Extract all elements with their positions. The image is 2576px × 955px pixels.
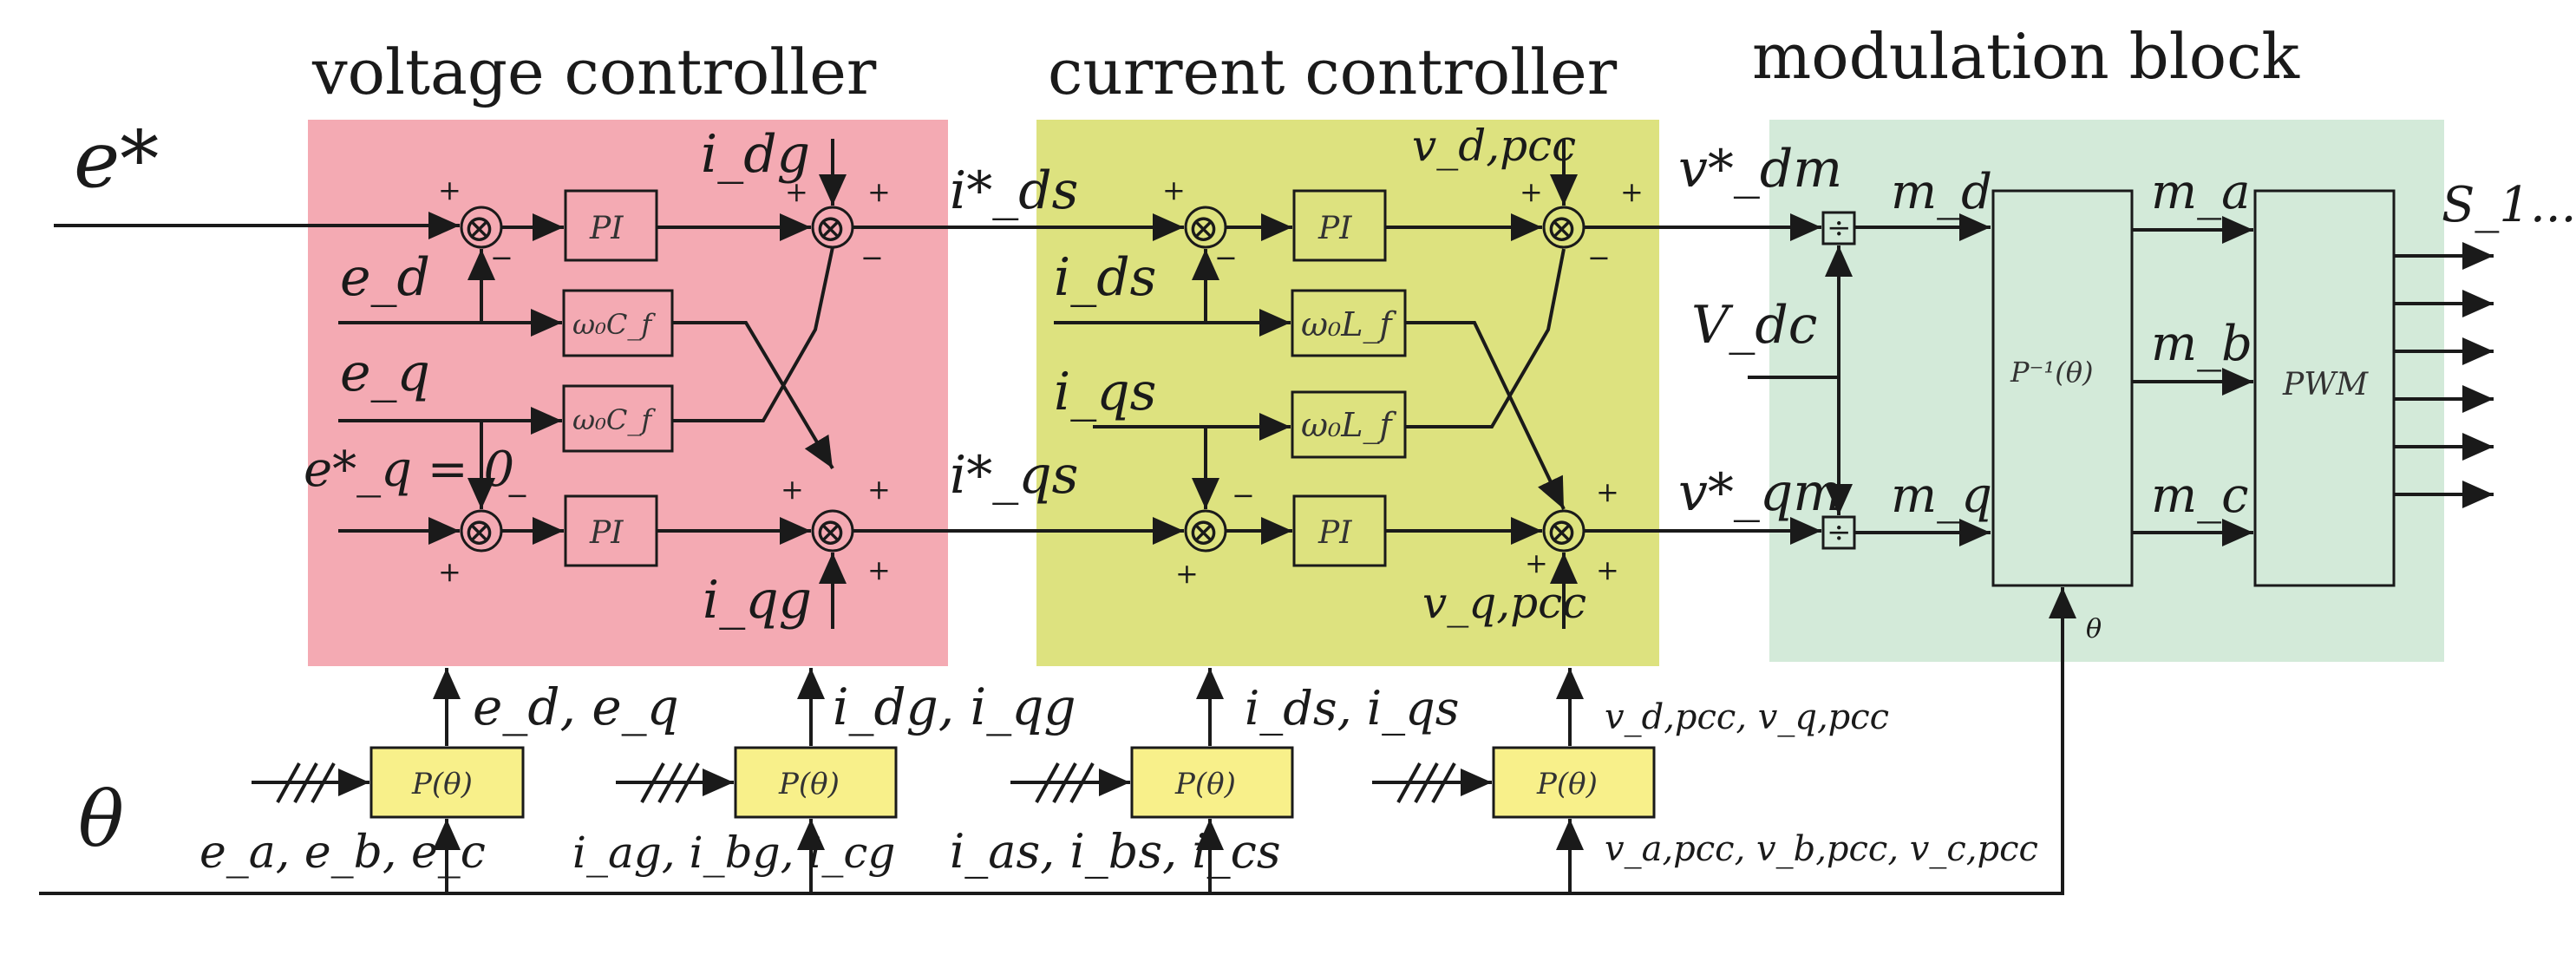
park-block-pcc-voltage (1492, 746, 1656, 819)
sign-plus: + (867, 175, 891, 208)
sum-symbol: ⊗ (1187, 206, 1219, 251)
divide-symbol: ÷ (1827, 515, 1852, 550)
sign-plus: + (1162, 173, 1186, 206)
sum-symbol: ⊗ (814, 510, 847, 554)
current-controller-title: current controller (1048, 36, 1618, 108)
idgiqg-feedback-label: i_dg, i_qg (833, 677, 1076, 736)
vdc-label: V_dc (1691, 295, 1817, 356)
sign-minus: − (506, 479, 529, 512)
vabcpcc-input-label: v_a,pcc, v_b,pcc, v_c,pcc (1605, 829, 2038, 869)
sign-minus: − (1587, 241, 1611, 274)
eq-label: e_q (340, 343, 430, 403)
sign-plus: + (1620, 175, 1644, 208)
mb-label: m_b (2151, 316, 2252, 372)
ids-star-label: i*_ds (950, 160, 1078, 221)
vqm-star-label: v*_qm (1678, 462, 1842, 523)
ed-label: e_d (340, 247, 430, 308)
sign-plus: + (867, 473, 891, 506)
voltage-controller-title: voltage controller (311, 36, 877, 108)
sum-symbol: ⊗ (1546, 510, 1578, 554)
pi-label: PI (589, 515, 624, 551)
edeq-feedback-label: e_d, e_q (473, 677, 679, 736)
pi-label: PI (1317, 515, 1352, 551)
sign-plus: + (1596, 475, 1619, 508)
sign-plus: + (781, 473, 804, 506)
sign-plus: + (1520, 175, 1543, 208)
modulation-block-title: modulation block (1752, 20, 2300, 93)
w0cf-label: ω₀C_f (572, 403, 656, 436)
park-label: P(θ) (411, 767, 473, 801)
sign-plus: + (438, 555, 461, 588)
sum-symbol: ⊗ (463, 510, 495, 554)
sign-minus: − (1214, 241, 1238, 274)
sign-plus: + (1175, 557, 1199, 590)
sign-plus: + (1525, 546, 1548, 579)
pwm-label: PWM (2282, 367, 2369, 402)
sign-plus: + (1596, 553, 1619, 586)
modulation-block-region (1769, 120, 2444, 662)
park-label: P(θ) (778, 767, 840, 801)
w0cf-block-q (562, 384, 674, 453)
w0lf-block-q (1291, 390, 1407, 459)
ids-label: i_ds (1054, 247, 1156, 308)
iabcg-input-label: i_ag, i_bg, i_cg (572, 827, 895, 878)
theta-small-label: θ (2086, 614, 2102, 644)
vdm-star-label: v*_dm (1678, 139, 1842, 200)
park-label: P(θ) (1174, 767, 1236, 801)
sign-plus: + (867, 553, 891, 586)
mc-label: m_c (2151, 468, 2248, 524)
sign-plus: + (438, 173, 461, 206)
divide-symbol: ÷ (1827, 211, 1852, 245)
mq-label: m_q (1891, 468, 1992, 524)
iqg-label: i_qg (703, 570, 812, 631)
w0cf-label: ω₀C_f (572, 308, 656, 341)
park-label: P(θ) (1536, 767, 1598, 801)
inverse-park-block (1991, 189, 2134, 587)
inverse-park-label: P⁻¹(θ) (2010, 356, 2093, 389)
sign-minus: − (490, 241, 513, 274)
pi-label: PI (589, 211, 624, 246)
ma-label: m_a (2151, 164, 2251, 220)
vqpcc-label: v_q,pcc (1422, 578, 1586, 628)
theta-label: θ (78, 775, 124, 864)
park-block-stator-current (1130, 746, 1294, 819)
park-block-grid-current (734, 746, 898, 819)
vdpcc-label: v_d,pcc (1412, 121, 1576, 171)
w0lf-label: ω₀L_f (1301, 406, 1396, 445)
sum-symbol: ⊗ (814, 206, 847, 251)
e-star-label: e* (74, 114, 159, 206)
vpcc-dq-feedback-label: v_d,pcc, v_q,pcc (1605, 697, 1889, 737)
idg-label: i_dg (701, 124, 810, 185)
pwm-block (2253, 189, 2396, 587)
md-label: m_d (1891, 164, 1992, 220)
park-block-voltage (369, 746, 525, 819)
sign-plus: + (785, 175, 808, 208)
sign-minus: − (860, 241, 884, 274)
iabcs-input-label: i_as, i_bs, i_cs (950, 824, 1281, 879)
eabc-input-label: e_a, e_b, e_c (199, 827, 486, 879)
w0lf-label: ω₀L_f (1301, 305, 1396, 344)
iqs-star-label: i*_qs (950, 445, 1078, 506)
pi-label: PI (1317, 211, 1352, 246)
sum-symbol: ⊗ (1546, 206, 1578, 251)
sum-symbol: ⊗ (1187, 510, 1219, 554)
sign-minus: − (1232, 479, 1255, 512)
idsiqs-feedback-label: i_ds, i_qs (1245, 681, 1459, 736)
sum-symbol: ⊗ (463, 206, 495, 251)
switch-output-label: S_1...6 (2442, 177, 2576, 233)
iqs-label: i_qs (1054, 362, 1156, 422)
